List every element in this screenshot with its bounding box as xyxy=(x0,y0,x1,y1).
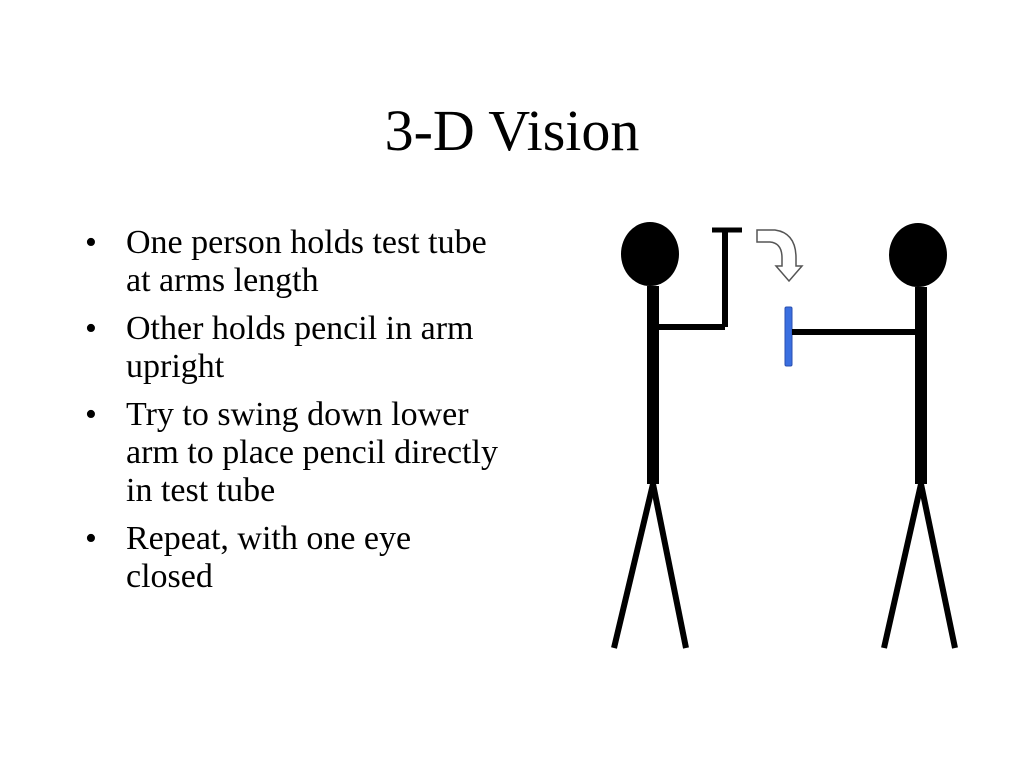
bullet-marker: • xyxy=(85,310,97,347)
bullet-marker: • xyxy=(85,396,97,433)
bullet-text: Repeat, with one eye closed xyxy=(126,520,412,595)
bullet-item: • Try to swing down lower arm to place p… xyxy=(85,396,505,510)
bullet-item: • Other holds pencil in arm upright xyxy=(85,310,505,386)
slide-title: 3-D Vision xyxy=(384,98,640,163)
right-person-head xyxy=(889,223,947,287)
bullet-item: • Repeat, with one eye closed xyxy=(85,520,505,596)
bullet-text: One person holds test tube at arms lengt… xyxy=(126,224,487,299)
right-person-right-leg xyxy=(918,483,958,649)
right-person-left-leg xyxy=(881,483,924,649)
stick-figure-holding-test-tube-icon xyxy=(611,222,742,649)
stick-figure-illustration xyxy=(611,222,958,649)
bullet-list: • One person holds test tube at arms len… xyxy=(85,224,505,606)
bullet-text: Other holds pencil in arm upright xyxy=(126,310,474,385)
left-person-left-leg xyxy=(611,483,656,649)
bullet-marker: • xyxy=(85,520,97,557)
left-person-right-leg xyxy=(650,483,689,649)
curved-down-arrow-icon xyxy=(756,229,804,283)
left-person-head xyxy=(621,222,679,286)
bullet-item: • One person holds test tube at arms len… xyxy=(85,224,505,300)
stick-figure-holding-pencil-icon xyxy=(792,223,958,649)
bullet-text: Try to swing down lower arm to place pen… xyxy=(126,396,498,509)
pencil-icon xyxy=(784,306,793,367)
bullet-marker: • xyxy=(85,224,97,261)
